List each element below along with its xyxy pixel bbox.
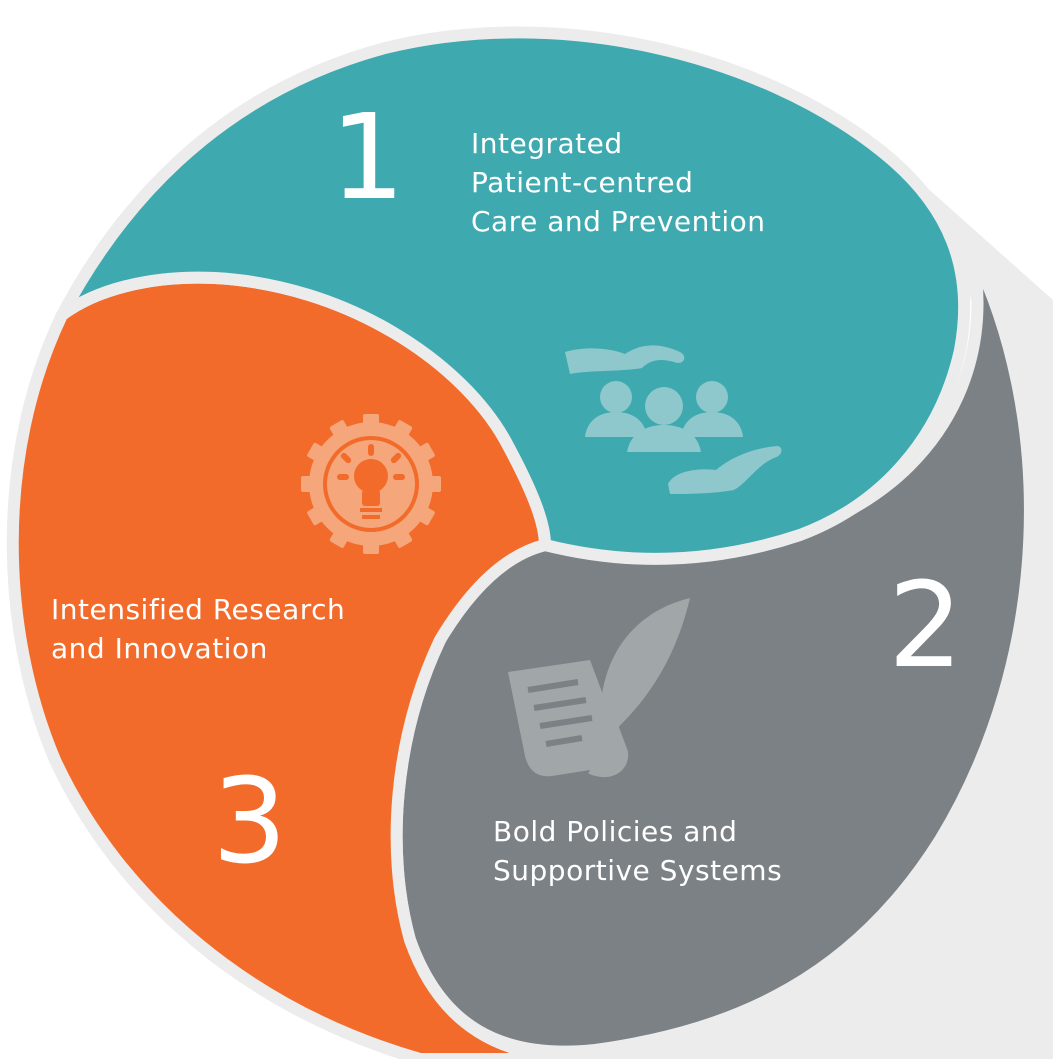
segment-3-label-line: and Innovation <box>51 632 268 665</box>
segment-3-number: 3 <box>212 752 288 890</box>
segment-1-label-line: Patient-centred <box>471 166 694 199</box>
segment-1-number: 1 <box>330 88 406 226</box>
segment-1-label: Integrated Patient-centred Care and Prev… <box>471 124 766 241</box>
segment-3-label-line: Intensified Research <box>51 593 346 626</box>
segment-2-label-line: Bold Policies and <box>493 815 738 848</box>
segment-1-label-line: Care and Prevention <box>471 205 766 238</box>
gear-lightbulb-icon <box>301 414 441 554</box>
segment-2-label-line: Supportive Systems <box>493 854 783 887</box>
document-quill-icon <box>508 598 690 778</box>
segment-2-label: Bold Policies and Supportive Systems <box>493 812 782 890</box>
segment-2-number: 2 <box>888 556 964 694</box>
segment-1-label-line: Integrated <box>471 127 623 160</box>
segment-3-label: Intensified Research and Innovation <box>51 590 345 668</box>
hands-people-icon <box>565 345 782 494</box>
